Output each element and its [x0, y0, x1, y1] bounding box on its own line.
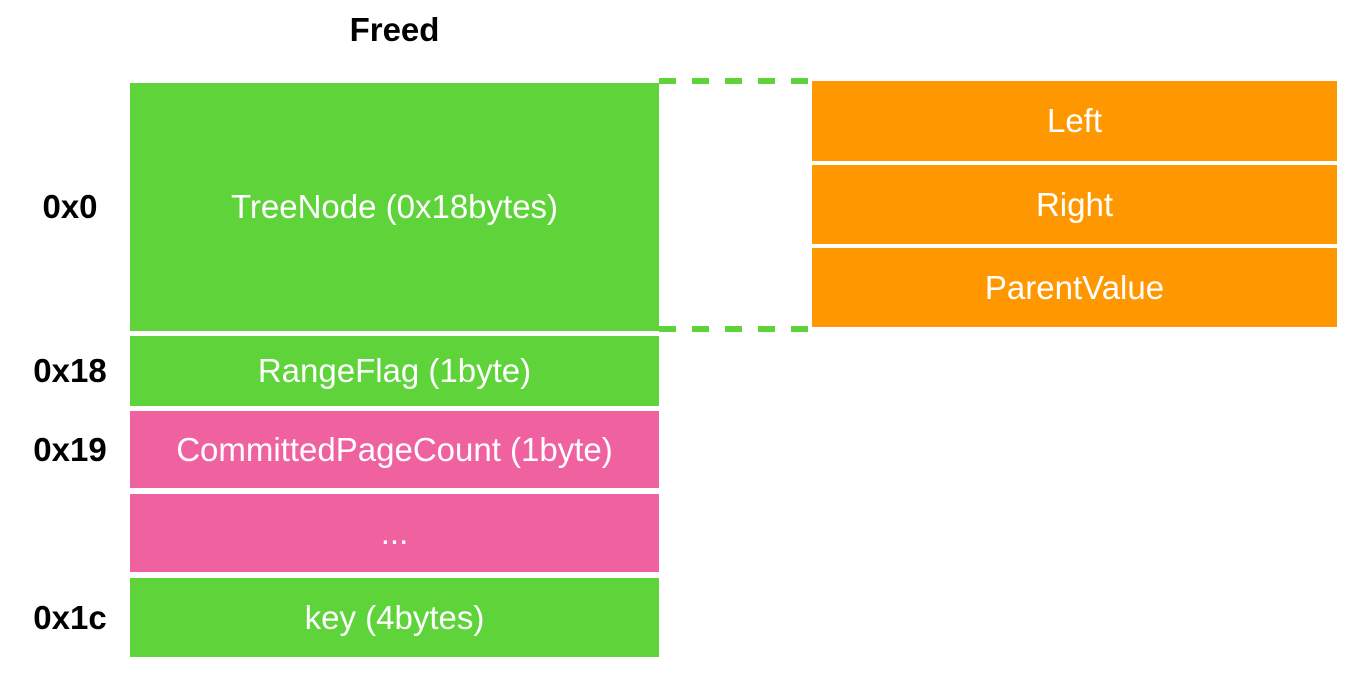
- block-rangeflag-label: RangeFlag (1byte): [257, 352, 532, 389]
- field-parentvalue: ParentValue: [812, 248, 1337, 327]
- block-treenode: TreeNode (0x18bytes): [130, 83, 659, 331]
- block-committedpagecount-label: CommittedPageCount (1byte): [176, 430, 613, 468]
- block-key-label: key (4bytes): [304, 598, 485, 636]
- block-ellipsis-label: ...: [380, 514, 409, 551]
- expansion-connector-bottom-dashed-line: [659, 326, 813, 332]
- offset-label-0x0: 0x0: [42, 188, 98, 225]
- offset-label-0x18: 0x18: [33, 352, 107, 389]
- field-left-label: Left: [1046, 102, 1103, 139]
- expansion-connector-top-dashed-line: [659, 78, 813, 84]
- field-right-label: Right: [1035, 185, 1114, 223]
- field-parentvalue-label: ParentValue: [984, 268, 1165, 306]
- block-ellipsis: ...: [130, 494, 659, 572]
- block-rangeflag: RangeFlag (1byte): [130, 336, 659, 406]
- offset-label-0x19: 0x19: [33, 430, 107, 468]
- offset-label-0x1c: 0x1c: [33, 598, 107, 636]
- block-committedpagecount: CommittedPageCount (1byte): [130, 411, 659, 488]
- field-right: Right: [812, 165, 1337, 244]
- diagram-title: Freed: [349, 11, 440, 48]
- field-left: Left: [812, 81, 1337, 161]
- block-key: key (4bytes): [130, 578, 659, 657]
- block-treenode-label: TreeNode (0x18bytes): [230, 188, 559, 225]
